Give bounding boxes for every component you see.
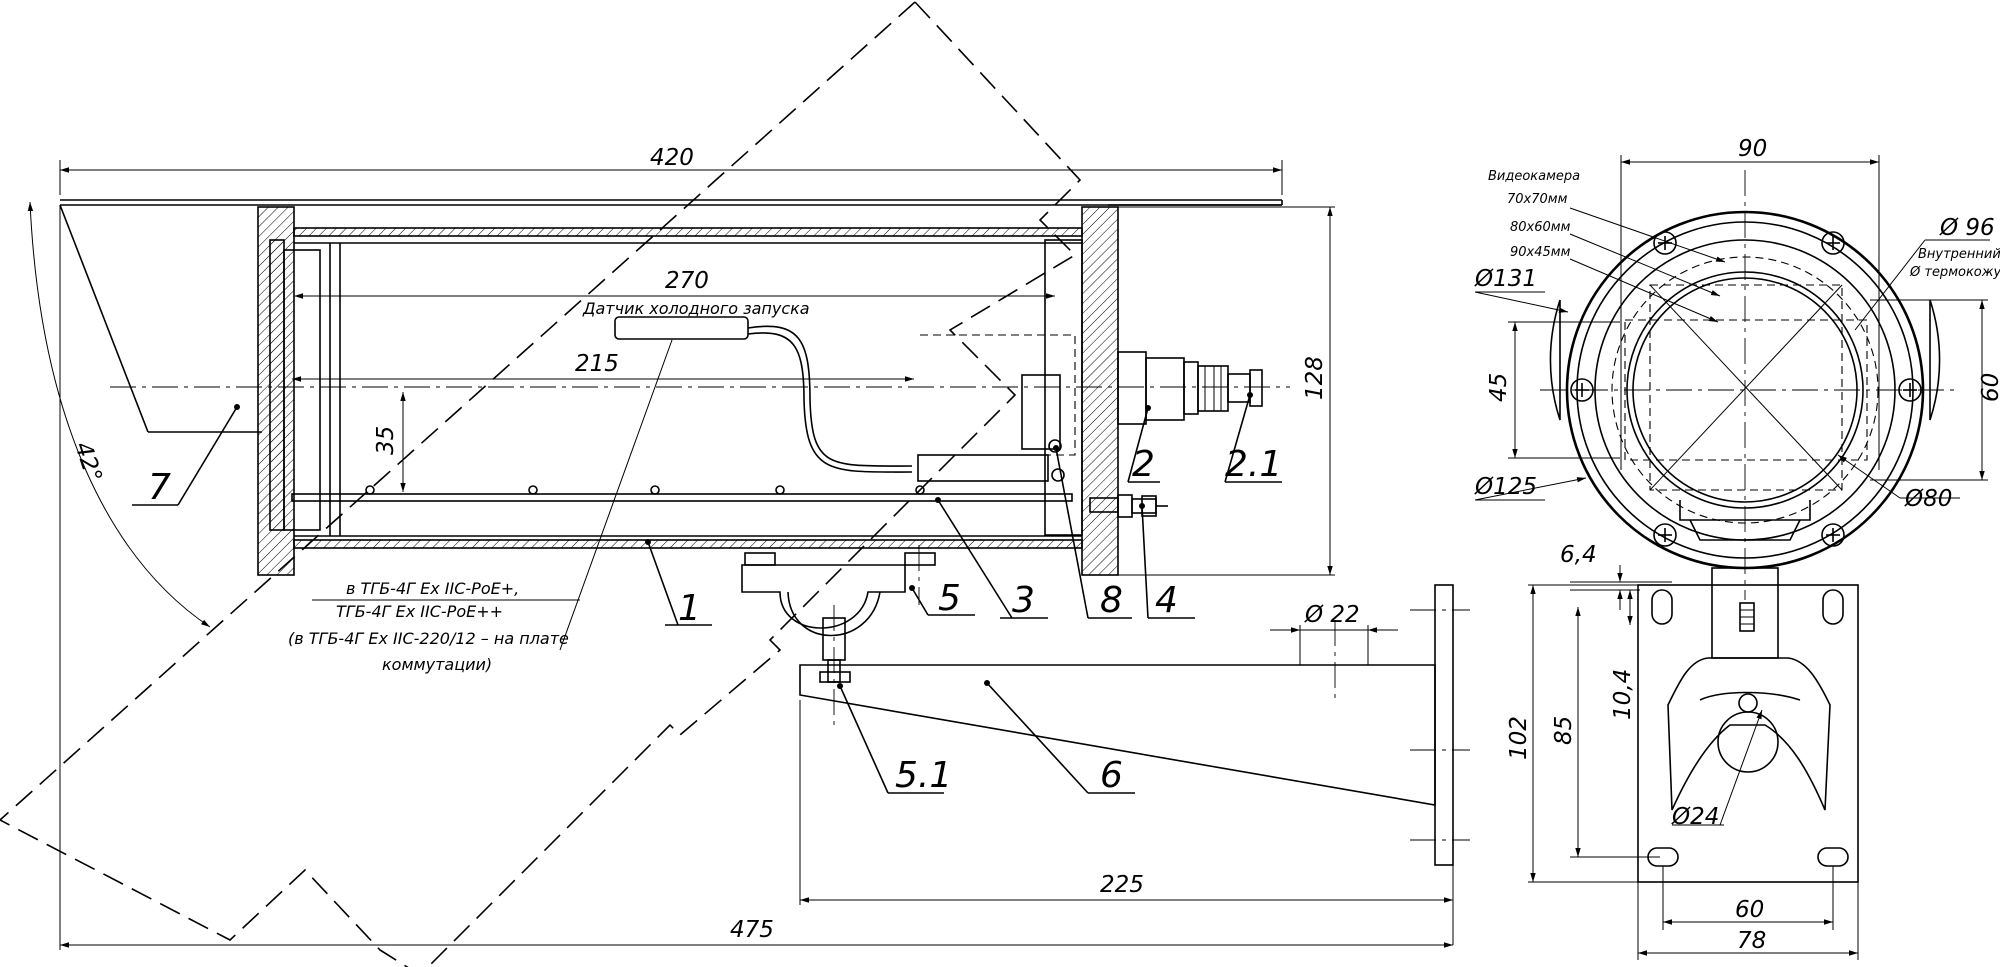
callout-7: 7 [132, 404, 240, 508]
callouts: 1 2 2.1 3 [132, 392, 1282, 796]
callout-3: 3 [935, 497, 1048, 621]
camera-label: Видеокамера [1488, 169, 1580, 184]
callout-5-label: 5 [938, 578, 961, 619]
callout-2: 2 [1127, 405, 1160, 485]
camera-size-80x60: 80x60мм [1510, 220, 1571, 235]
camera-size-70x70: 70x70мм [1507, 192, 1568, 207]
callout-5-1: 5.1 [837, 683, 952, 796]
dim-pipe-diameter: Ø 22 [1304, 602, 1360, 628]
callout-2-1: 2.1 [1224, 392, 1282, 485]
callout-8: 8 [1053, 445, 1132, 621]
note-line-4: коммутации) [382, 655, 492, 674]
dim-width-90: 90 [1738, 136, 1767, 162]
front-glass [269, 239, 285, 531]
inner-label-1: Внутренний [1918, 247, 2000, 262]
callout-4: 4 [1139, 503, 1195, 621]
callout-1-label: 1 [678, 588, 701, 629]
dim-height-35: 35 [373, 426, 399, 455]
wall-plate [1434, 584, 1454, 866]
sensor-label: Датчик холодного запуска [582, 299, 810, 318]
dim-10-4: 10,4 [1610, 669, 1636, 720]
dim-85: 85 [1551, 716, 1577, 745]
dim-rotation-angle: 42° [69, 439, 106, 486]
front-screws [1570, 231, 1922, 547]
front-bracket [1637, 567, 1859, 883]
callout-6-label: 6 [1100, 755, 1123, 796]
note-line-3: (в ТГБ-4Г Ex IIC-220/12 – на плате [288, 629, 569, 648]
dim-height-45: 45 [1486, 373, 1512, 402]
callout-1: 1 [645, 539, 712, 629]
camera-size-90x45: 90x45мм [1510, 245, 1571, 260]
callout-2-label: 2 [1132, 444, 1155, 485]
side-view: 420 270 215 35 128 225 475 [0, 1, 1470, 967]
tube-top-wall [293, 227, 1083, 237]
dim-height-60: 60 [1978, 373, 2000, 402]
dim-width-60: 60 [1735, 897, 1764, 923]
front-wall-plate [1637, 584, 1859, 883]
rail-screws [365, 485, 925, 495]
dim-dia-131: Ø131 [1474, 266, 1537, 292]
dim-dia-80: Ø80 [1904, 486, 1952, 512]
dim-rail-length: 215 [575, 351, 619, 377]
callout-7-label: 7 [148, 467, 171, 508]
dim-6-4: 6,4 [1560, 542, 1597, 568]
housing-body [110, 206, 1290, 576]
callout-8-label: 8 [1100, 580, 1123, 621]
dim-dia-125: Ø125 [1474, 474, 1537, 500]
callout-5-1-label: 5.1 [895, 755, 952, 796]
inner-rail [291, 493, 1073, 502]
dim-total-length: 475 [730, 917, 774, 943]
terminal-block [1021, 374, 1061, 450]
dim-inner-length: 270 [665, 268, 709, 294]
rotated-housing-outline [0, 1, 1082, 967]
inner-label-2: Ø термокожуха [1909, 265, 2000, 280]
note-block: в ТГБ-4Г Ex IIC-PoE+, ТГБ-4Г Ex IIC-PoE+… [288, 579, 580, 674]
callout-5: 5 [909, 578, 975, 619]
dim-dia-96: Ø 96 [1939, 215, 1995, 241]
dim-width-78: 78 [1737, 928, 1766, 954]
tube-bottom-wall [293, 539, 1083, 549]
rear-cap [1081, 206, 1119, 576]
callout-2-1-label: 2.1 [1225, 444, 1282, 485]
cold-start-sensor [614, 316, 749, 340]
front-dimensions: 90 45 60 Ø 96 Внутренний Ø термокожуха Ø… [1474, 136, 2000, 960]
dim-overall-length: 420 [650, 145, 694, 171]
front-view: 90 45 60 Ø 96 Внутренний Ø термокожуха Ø… [1474, 136, 2000, 960]
callout-3-label: 3 [1012, 580, 1035, 621]
callout-6: 6 [984, 680, 1135, 796]
ground-bolt [1089, 494, 1168, 518]
dim-bracket-length: 225 [1100, 872, 1144, 898]
note-line-2: ТГБ-4Г Ex IIC-PoE++ [336, 602, 503, 621]
dim-102: 102 [1506, 716, 1532, 760]
dim-height-128: 128 [1302, 356, 1328, 400]
note-line-1: в ТГБ-4Г Ex IIC-PoE+, [346, 579, 519, 598]
cable-gland [1117, 351, 1263, 425]
dim-dia-24: Ø24 [1671, 804, 1719, 830]
callout-4-label: 4 [1155, 580, 1178, 621]
sensor-leader [559, 339, 673, 651]
wall-bracket [799, 584, 1470, 866]
